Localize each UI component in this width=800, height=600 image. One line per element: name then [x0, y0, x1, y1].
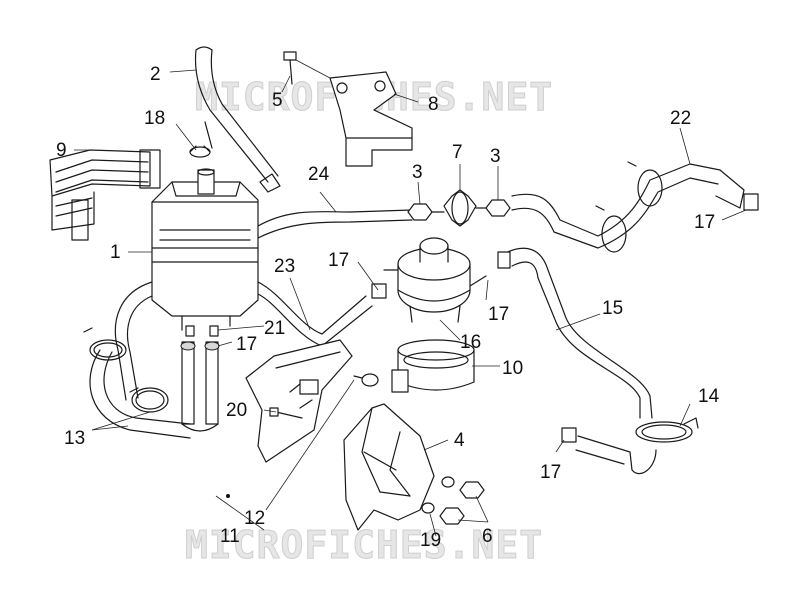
part-3-fitting-left — [407, 203, 445, 221]
callout-5: 5 — [272, 90, 283, 111]
watermark-bottom: MICROFICHES.NET — [185, 523, 543, 567]
part-19-washers — [421, 476, 455, 514]
callout-16: 16 — [460, 332, 481, 353]
part-2-vent-hose — [194, 46, 281, 193]
part-9-bracket-strap — [49, 149, 161, 241]
callout-21: 21 — [264, 318, 285, 339]
callout-8: 8 — [428, 94, 439, 115]
callout-17-right: 17 — [694, 212, 715, 233]
callout-10: 10 — [502, 358, 523, 379]
callout-14: 14 — [698, 386, 720, 407]
part-18-clip — [189, 145, 211, 158]
callout-6: 6 — [482, 526, 493, 547]
leader-lines — [74, 69, 747, 537]
callout-23: 23 — [274, 256, 295, 277]
part-5-bolt — [283, 51, 331, 85]
part-12-plate — [245, 339, 353, 463]
callout-17-mid: 17 — [488, 304, 509, 325]
part-4-cover — [343, 403, 435, 531]
part-6-nuts — [439, 481, 485, 525]
callout-20: 20 — [226, 400, 247, 421]
part-right-washer — [353, 373, 379, 387]
callout-18: 18 — [144, 108, 165, 129]
part-1-carbon-canister — [151, 168, 259, 331]
callout-17-bottom: 17 — [540, 462, 561, 483]
callout-17-center: 17 — [328, 250, 349, 271]
callout-22: 22 — [670, 108, 691, 129]
part-7-filter — [443, 189, 491, 227]
callout-13: 13 — [64, 428, 85, 449]
part-15-long-hose — [497, 247, 653, 419]
part-10-clamp — [391, 339, 475, 393]
callout-15: 15 — [602, 298, 623, 319]
callout-3-right: 3 — [490, 146, 501, 167]
callout-11: 11 — [220, 526, 240, 547]
part-21-pipes — [180, 325, 220, 432]
part-13-lower-hoses — [83, 281, 191, 439]
callout-12: 12 — [244, 508, 265, 529]
callout-24: 24 — [308, 164, 330, 185]
part-16-valve — [383, 237, 487, 323]
callout-19: 19 — [420, 530, 441, 551]
callout-7: 7 — [452, 142, 463, 163]
part-8-bracket — [329, 71, 413, 167]
callout-3-left: 3 — [412, 162, 423, 183]
callout-2: 2 — [150, 64, 161, 85]
part-24-hose — [257, 209, 413, 239]
part-14-hose-end — [561, 427, 657, 475]
part-14-clamp — [635, 417, 699, 443]
part-3-fitting-right — [485, 199, 511, 217]
callouts: 2 5 8 18 9 1 24 3 7 3 22 17 23 17 17 15 … — [56, 64, 720, 551]
part-22-right-hose — [511, 161, 759, 253]
callout-9: 9 — [56, 140, 67, 161]
callout-1: 1 — [110, 242, 121, 263]
callout-4: 4 — [454, 430, 465, 451]
callout-17-left: 17 — [236, 334, 257, 355]
